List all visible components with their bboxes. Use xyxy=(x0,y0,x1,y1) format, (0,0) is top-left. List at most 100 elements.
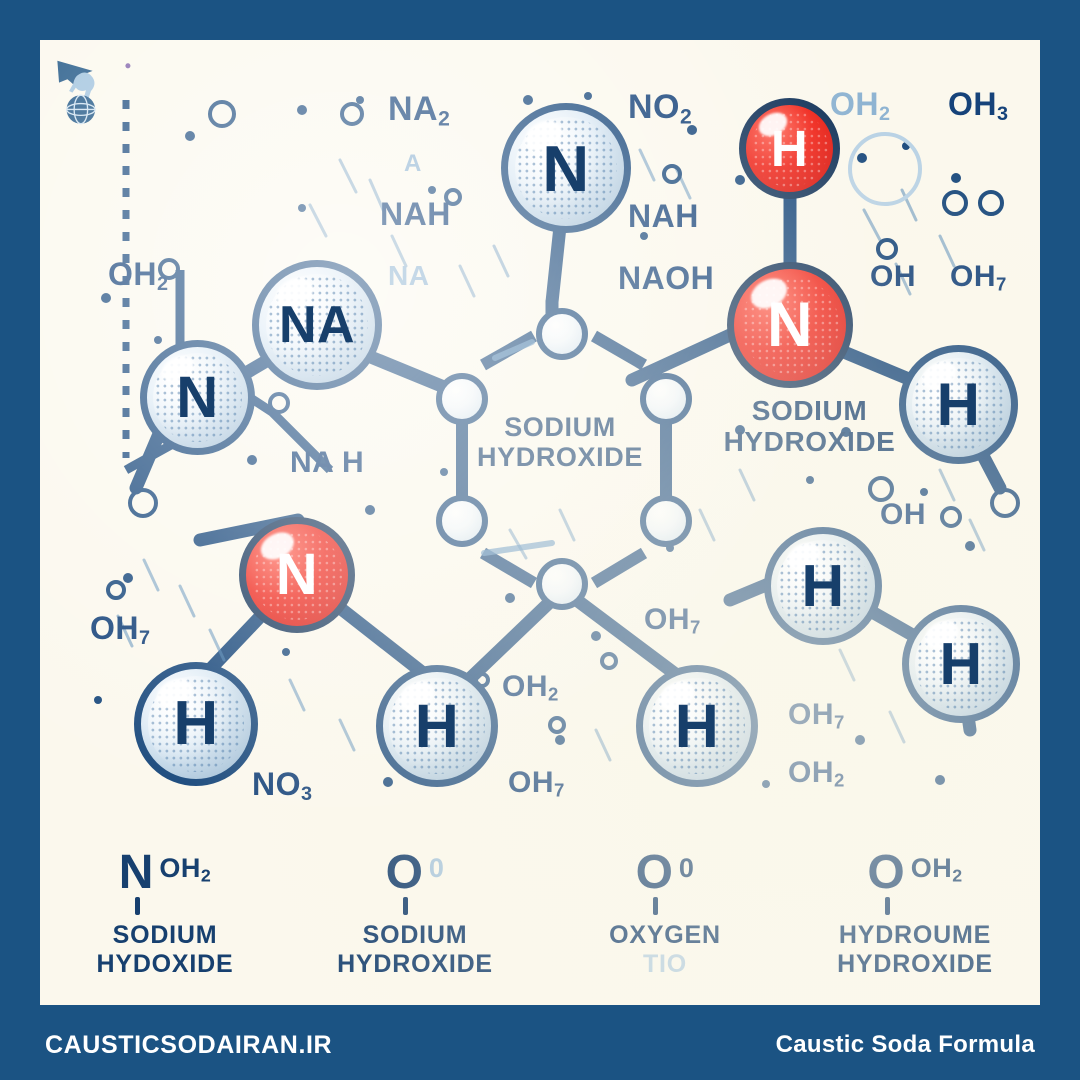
formula-label: OH7 xyxy=(90,612,151,649)
formula-subscript: 7 xyxy=(554,779,565,801)
formula-text: OH xyxy=(948,86,997,122)
decor-ring xyxy=(340,102,364,126)
formula-subscript: 7 xyxy=(690,616,701,638)
formula-text: OH xyxy=(108,256,157,292)
legend-item-3[interactable]: O OH2 HYDROUME HYDROXIDE xyxy=(800,841,1030,979)
legend-label: SODIUM HYDOXIDE xyxy=(50,921,280,979)
atom-label: N xyxy=(275,542,319,607)
legend-label: HYDROUME HYDROXIDE xyxy=(800,921,1030,979)
atom-h-bottom-left[interactable]: H xyxy=(134,662,258,786)
footer-bar: CAUSTICSODAIRAN.IR Caustic Soda Formula xyxy=(0,1010,1080,1080)
atom-h-top-red[interactable]: H xyxy=(739,98,840,199)
legend-symbol-side: OH2 xyxy=(159,853,212,886)
formula-label: OH2 xyxy=(788,758,845,790)
formula-label: OH7 xyxy=(788,700,845,732)
caption-line-1: SODIUM xyxy=(751,395,868,426)
formula-label: OH2 xyxy=(502,672,559,704)
decor-ring xyxy=(548,716,566,734)
formula-label: NA H xyxy=(290,448,364,478)
atom-n-left[interactable]: N xyxy=(140,340,255,455)
atom-label: N xyxy=(767,289,813,360)
legend-symbol-letter: O xyxy=(385,846,423,915)
legend-label-line-1: OXYGEN xyxy=(609,921,721,949)
formula-text: NA xyxy=(388,260,430,291)
atom-h-bottom-right-2[interactable]: H xyxy=(902,605,1020,723)
formula-text: A xyxy=(404,150,422,177)
ring-node xyxy=(640,495,692,547)
decor-ring xyxy=(876,238,898,260)
formula-label: OH xyxy=(880,500,926,530)
atom-n-red[interactable]: N xyxy=(727,262,853,388)
molecule-diagram: N NA N H N xyxy=(40,40,1040,830)
atom-label: N xyxy=(542,131,590,205)
legend-symbol-letter: O xyxy=(867,846,905,915)
formula-label: NAH xyxy=(628,200,699,232)
formula-label: NO3 xyxy=(252,768,313,805)
formula-text: OH xyxy=(788,756,834,789)
decor-ring xyxy=(940,506,962,528)
legend-item-1[interactable]: O 0 SODIUM HYDROXIDE xyxy=(300,841,530,979)
formula-text: OH xyxy=(502,670,548,703)
legend-symbol: O 0 xyxy=(300,841,530,915)
atom-h-bottom-right-1[interactable]: H xyxy=(764,527,882,645)
atom-n-top[interactable]: N xyxy=(501,103,631,233)
formula-subscript: 2 xyxy=(438,107,451,131)
atom-h-bottom-center-1[interactable]: H xyxy=(376,665,498,787)
formula-label: NAH xyxy=(380,198,451,230)
formula-text: OH xyxy=(90,610,139,646)
legend-item-0[interactable]: N OH2 SODIUM HYDOXIDE xyxy=(50,841,280,979)
formula-subscript: 7 xyxy=(139,626,151,649)
legend-symbol-side: 0 xyxy=(678,853,695,883)
decor-ring xyxy=(990,488,1020,518)
atom-n-red-lower[interactable]: N xyxy=(239,517,355,633)
decor-ring xyxy=(106,580,126,600)
atom-label: NA xyxy=(278,296,356,354)
caption-line-1: SODIUM xyxy=(504,412,616,442)
formula-label: OH7 xyxy=(950,262,1007,294)
formula-subscript: 7 xyxy=(834,711,845,733)
formula-subscript: 2 xyxy=(157,272,169,295)
legend-symbol-letter: N xyxy=(118,846,154,915)
legend-label-line-2: HYDOXIDE xyxy=(96,950,234,978)
formula-label: NA2 xyxy=(388,92,450,129)
formula-subscript: 2 xyxy=(879,102,891,125)
formula-label: OH xyxy=(870,262,916,292)
formula-text: OH xyxy=(870,260,916,293)
legend-item-2[interactable]: O 0 OXYGEN TIO xyxy=(550,841,780,979)
legend-label: OXYGEN TIO xyxy=(550,921,780,979)
ring-node xyxy=(536,308,588,360)
legend-label-line-1: SODIUM xyxy=(362,921,468,949)
decor-ring xyxy=(662,164,682,184)
atom-na-upper[interactable]: NA xyxy=(252,260,382,390)
legend-label: SODIUM HYDROXIDE xyxy=(300,921,530,979)
legend-symbol: O 0 xyxy=(550,841,780,915)
decor-ring xyxy=(268,392,290,414)
atom-label: H xyxy=(939,630,983,697)
ring-node xyxy=(436,495,488,547)
atom-label: H xyxy=(173,689,219,758)
caption-line-2: HYDROXIDE xyxy=(477,442,643,473)
decor-ring xyxy=(444,188,462,206)
atom-h-right[interactable]: H xyxy=(899,345,1018,464)
ghost-molecule-icon xyxy=(848,132,922,206)
legend-label-line-1: HYDROUME xyxy=(838,921,992,949)
image-caption: Caustic Soda Formula xyxy=(775,1031,1035,1058)
formula-text: NA H xyxy=(290,446,365,479)
atom-label: H xyxy=(770,120,809,177)
ring-node xyxy=(640,373,692,425)
decor-ring xyxy=(942,190,968,216)
decor-ring xyxy=(868,476,894,502)
ring-node xyxy=(436,373,488,425)
ring-node xyxy=(536,558,588,610)
formula-text: OH xyxy=(788,698,834,731)
legend-label-line-2: HYDROXIDE xyxy=(337,950,493,978)
decor-ring xyxy=(600,652,618,670)
decor-ring xyxy=(128,488,158,518)
formula-text: NO xyxy=(252,766,301,802)
formula-label: OH7 xyxy=(508,768,565,800)
caption-right-molecule: SODIUM HYDROXIDE xyxy=(702,395,917,458)
atom-h-bottom-center-2[interactable]: H xyxy=(636,665,758,787)
site-brand[interactable]: CAUSTICSODAIRAN.IR xyxy=(45,1030,333,1059)
formula-label: OH2 xyxy=(830,88,891,125)
